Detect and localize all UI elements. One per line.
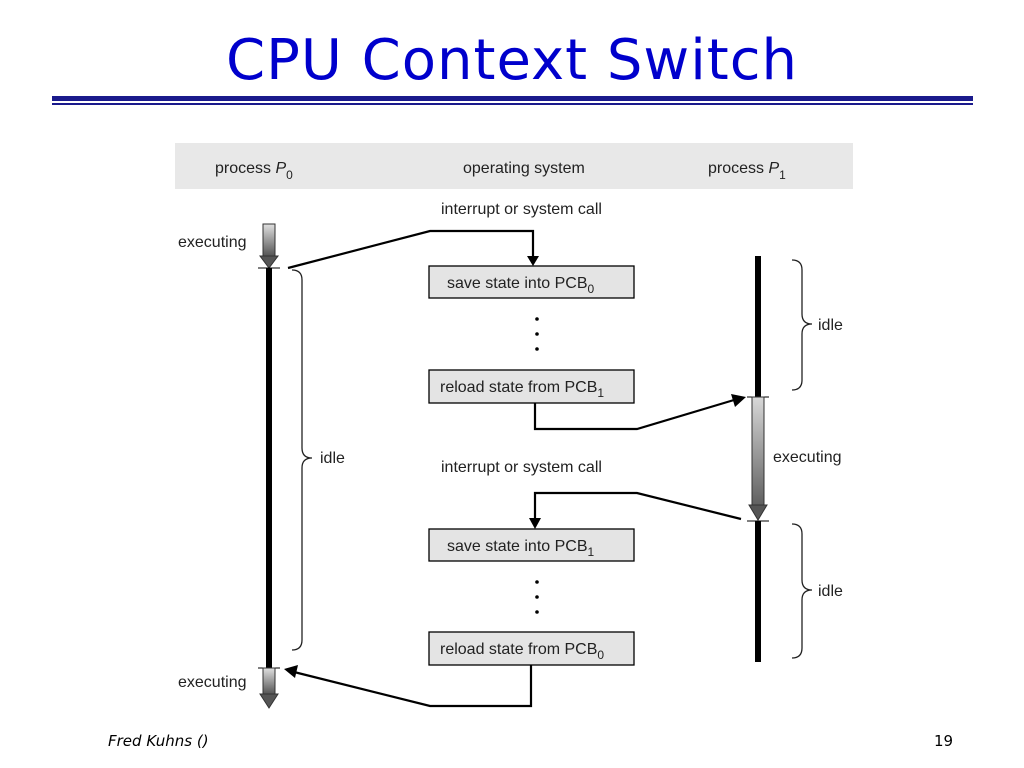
footer-page-number: 19 (934, 732, 954, 750)
header-band (175, 143, 853, 189)
label-executing-p1: executing (773, 449, 842, 466)
arrowhead-into-save-pcb0 (527, 256, 539, 266)
executing-arrow-p1 (748, 396, 768, 521)
svg-text:save state into PCB1: save state into PCB1 (447, 538, 595, 559)
slide-title: CPU Context Switch (226, 28, 798, 93)
flow-os-to-p0 (293, 665, 533, 708)
brace-p1-idle-bottom (791, 523, 813, 659)
box-save-pcb1: save state into PCB1 (428, 528, 635, 562)
svg-text:reload state from PCB0: reload state from PCB0 (440, 641, 604, 662)
box-reload-pcb1: reload state from PCB1 (428, 369, 635, 404)
brace-p0-idle (291, 269, 313, 651)
arrowhead-into-save-pcb1 (529, 518, 541, 529)
footer-author: Fred Kuhns () (108, 732, 209, 750)
label-executing-p0-top: executing (178, 234, 247, 251)
brace-p1-idle-top (791, 259, 813, 391)
flow-p0-to-os (287, 229, 535, 270)
header-process-p1: process P1 (708, 160, 786, 182)
title-underline-thin (52, 103, 973, 105)
p1-idle-bar-top (755, 256, 761, 397)
flow-p1-to-os (533, 491, 742, 521)
executing-arrow-p0-top (259, 223, 279, 269)
label-idle-p1-bottom: idle (818, 583, 843, 600)
svg-text:save state into PCB0: save state into PCB0 (447, 275, 595, 296)
header-process-p0: process P0 (215, 160, 293, 182)
box-save-pcb0: save state into PCB0 (428, 265, 635, 299)
header-operating-system: operating system (463, 160, 585, 177)
box-reload-pcb0: reload state from PCB0 (428, 631, 635, 666)
svg-text:reload state from PCB1: reload state from PCB1 (440, 379, 604, 400)
ellipsis-top (535, 317, 539, 351)
flow-os-to-p1 (533, 398, 735, 431)
arrowhead-into-p0 (284, 665, 298, 678)
label-interrupt-top: interrupt or system call (441, 201, 602, 218)
label-executing-p0-bottom: executing (178, 674, 247, 691)
title-underline-thick (52, 96, 973, 101)
executing-arrow-p0-bottom (259, 667, 279, 709)
arrowhead-into-p1 (731, 394, 746, 407)
label-interrupt-bottom: interrupt or system call (441, 459, 602, 476)
label-idle-p1-top: idle (818, 317, 843, 334)
p0-idle-bar (266, 268, 272, 668)
ellipsis-bottom (535, 580, 539, 614)
label-idle-p0: idle (320, 450, 345, 467)
p1-idle-bar-bottom (755, 521, 761, 662)
